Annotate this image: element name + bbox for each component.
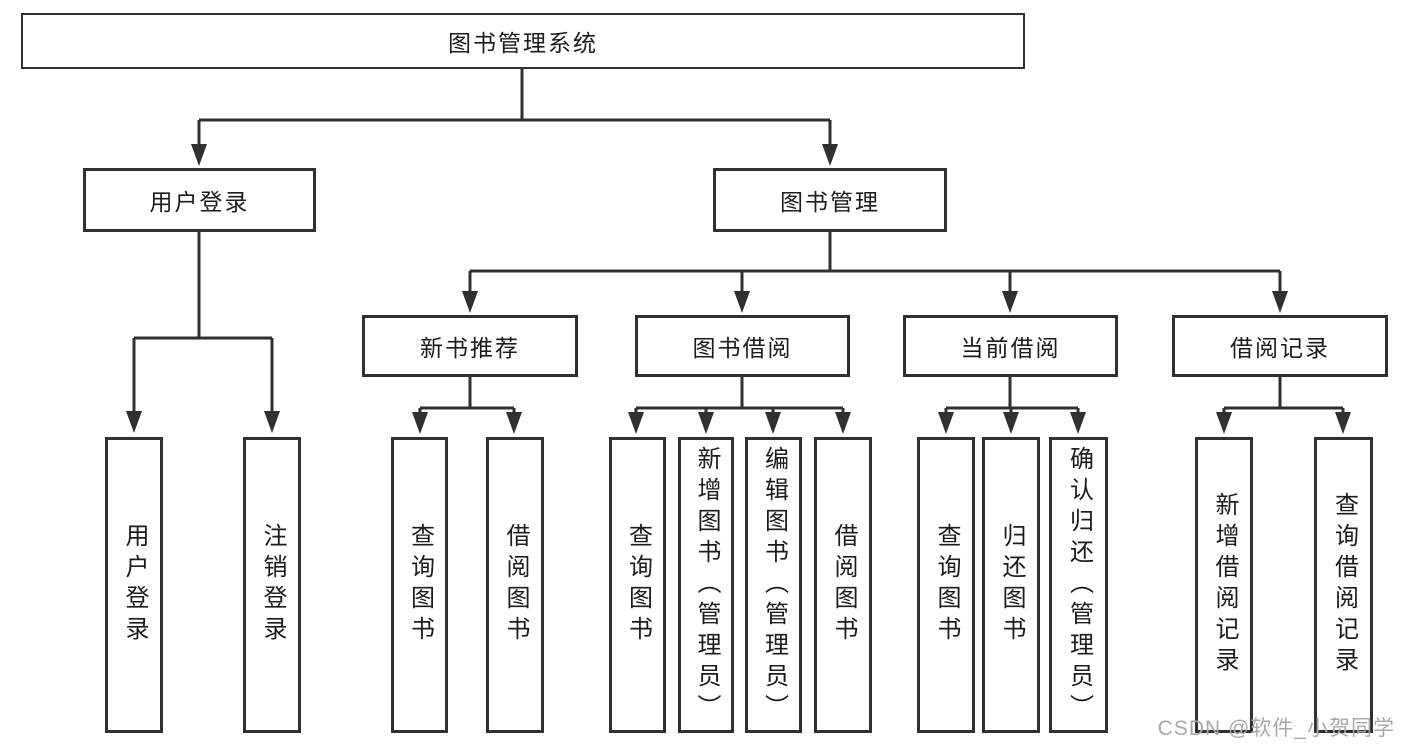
leaf-label: 用户登录	[121, 523, 148, 647]
leaf-label: 编辑图书（管理员）	[760, 445, 788, 725]
leaf-label: 查询图书	[624, 523, 652, 647]
leaf-label: 新增图书（管理员）	[693, 445, 720, 725]
leaf-label: 借阅图书	[502, 523, 529, 647]
node-new-book-recommend: 新书推荐	[362, 315, 578, 377]
node-library-management-system: 图书管理系统	[21, 13, 1025, 69]
leaf-borrow-book-borrowing: 借阅图书	[814, 437, 872, 733]
leaf-label: 查询借阅记录	[1330, 492, 1358, 678]
leaf-label: 注销登录	[259, 523, 286, 647]
csdn-watermark: CSDN @软件_小贺同学	[1157, 717, 1395, 740]
leaf-query-book-recommend: 查询图书	[391, 437, 448, 733]
leaf-return-book: 归还图书	[982, 437, 1040, 733]
leaf-confirm-return-admin: 确认归还（管理员）	[1049, 437, 1108, 733]
leaf-add-borrow-record: 新增借阅记录	[1195, 437, 1253, 733]
node-current-borrowing: 当前借阅	[903, 315, 1118, 377]
leaf-query-book-borrowing: 查询图书	[609, 437, 666, 733]
leaf-user-login: 用户登录	[105, 437, 163, 733]
node-label: 新书推荐	[420, 335, 520, 361]
node-book-management: 图书管理	[713, 168, 947, 232]
leaf-label: 新增借阅记录	[1211, 492, 1238, 678]
arrowheads	[126, 144, 1351, 434]
node-label: 借阅记录	[1230, 335, 1330, 361]
node-label: 图书借阅	[692, 335, 793, 361]
node-user-login: 用户登录	[83, 168, 316, 232]
leaf-label: 查询图书	[406, 523, 434, 647]
leaf-query-borrow-record: 查询借阅记录	[1314, 437, 1373, 733]
leaf-label: 借阅图书	[830, 523, 857, 647]
node-book-borrowing: 图书借阅	[635, 315, 850, 377]
leaf-label: 归还图书	[998, 523, 1025, 647]
node-label: 图书管理系统	[448, 30, 598, 56]
node-borrowing-records: 借阅记录	[1172, 315, 1388, 377]
leaf-logout: 注销登录	[243, 437, 301, 733]
node-label: 用户登录	[149, 189, 250, 215]
node-label: 图书管理	[780, 189, 880, 215]
leaf-label: 确认归还（管理员）	[1065, 445, 1093, 725]
leaf-query-book-current: 查询图书	[917, 437, 975, 733]
leaf-borrow-book-recommend: 借阅图书	[486, 437, 544, 733]
node-label: 当前借阅	[960, 335, 1061, 361]
leaf-add-book-admin: 新增图书（管理员）	[678, 437, 734, 733]
leaf-edit-book-admin: 编辑图书（管理员）	[745, 437, 802, 733]
leaf-label: 查询图书	[933, 523, 960, 647]
